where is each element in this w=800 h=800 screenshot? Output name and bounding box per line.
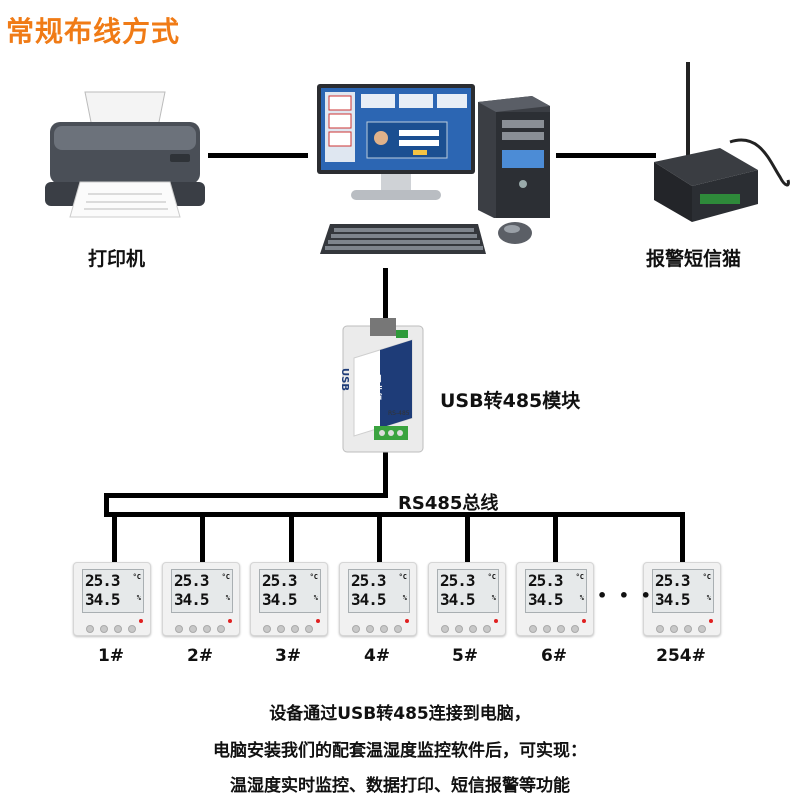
sensor-buttons xyxy=(656,618,716,633)
sensor-buttons xyxy=(86,618,146,633)
status-led xyxy=(139,619,143,623)
sensor-label-3: 3# xyxy=(274,646,302,666)
sensor-label-2: 2# xyxy=(186,646,214,666)
bus-drop-2 xyxy=(200,512,205,564)
temperature-reading: 25.3 xyxy=(174,571,210,590)
sensor-device-3: 25.3 °C 34.5% xyxy=(250,562,328,636)
sensor-lcd: 25.3 °C 34.5% xyxy=(171,569,233,613)
sensor-label-5: 5# xyxy=(451,646,479,666)
sensor-buttons xyxy=(175,618,235,633)
temperature-unit: °C xyxy=(487,573,496,581)
bus-drop-254 xyxy=(680,512,685,564)
sensor-device-6: 25.3 °C 34.5% xyxy=(516,562,594,636)
humidity-reading: 34.5 xyxy=(351,590,387,609)
temperature-unit: °C xyxy=(575,573,584,581)
sensor-device-4: 25.3 °C 34.5% xyxy=(339,562,417,636)
printer-pc-link xyxy=(208,153,308,158)
humidity-unit: % xyxy=(225,594,230,602)
sensor-device-2: 25.3 °C 34.5% xyxy=(162,562,240,636)
humidity-unit: % xyxy=(491,594,496,602)
module-bus-link xyxy=(383,452,388,498)
humidity-unit: % xyxy=(313,594,318,602)
pc-modem-link xyxy=(556,153,656,158)
status-led xyxy=(582,619,586,623)
temperature-unit: °C xyxy=(221,573,230,581)
description-line-2: 电脑安装我们的配套温湿度监控软件后，可实现： xyxy=(213,741,587,761)
sensor-buttons xyxy=(352,618,412,633)
bus-drop-1 xyxy=(112,512,117,564)
monitor-icon xyxy=(317,84,475,200)
module-badge-text: 工业级 xyxy=(371,374,381,402)
usb-485-module-icon xyxy=(342,318,424,453)
temperature-unit: °C xyxy=(398,573,407,581)
status-led xyxy=(405,619,409,623)
rs485-bus-label: RS485总线 xyxy=(398,493,499,514)
sensor-buttons xyxy=(441,618,501,633)
sensor-lcd: 25.3 °C 34.5% xyxy=(259,569,321,613)
description-line-3: 温湿度实时监控、数据打印、短信报警等功能 xyxy=(230,776,570,796)
mouse-icon xyxy=(498,222,532,244)
bus-drop-6 xyxy=(553,512,558,564)
humidity-reading: 34.5 xyxy=(440,590,476,609)
humidity-reading: 34.5 xyxy=(174,590,210,609)
sms-modem-label: 报警短信猫 xyxy=(646,248,742,270)
bus-drop-5 xyxy=(465,512,470,564)
bus-drop-4 xyxy=(377,512,382,564)
sensor-device-254: 25.3 °C 34.5% xyxy=(643,562,721,636)
description-line-1: 设备通过USB转485连接到电脑， xyxy=(269,704,531,724)
sensor-label-4: 4# xyxy=(363,646,391,666)
ellipsis-dots: • • • xyxy=(597,586,654,605)
module-brand-text: USB xyxy=(339,368,350,391)
page-title: 常规布线方式 xyxy=(6,15,181,48)
humidity-unit: % xyxy=(402,594,407,602)
sms-modem-icon xyxy=(654,62,790,222)
sensor-lcd: 25.3 °C 34.5% xyxy=(525,569,587,613)
humidity-unit: % xyxy=(136,594,141,602)
humidity-reading: 34.5 xyxy=(85,590,121,609)
pc-tower-icon xyxy=(478,96,550,218)
temperature-reading: 25.3 xyxy=(351,571,387,590)
status-led xyxy=(494,619,498,623)
sensor-lcd: 25.3 °C 34.5% xyxy=(348,569,410,613)
humidity-unit: % xyxy=(706,594,711,602)
keyboard-icon xyxy=(320,224,486,254)
temperature-unit: °C xyxy=(702,573,711,581)
bus-line-top xyxy=(104,493,384,498)
module-port-text: RS-485 xyxy=(388,410,410,417)
sensor-lcd: 25.3 °C 34.5% xyxy=(652,569,714,613)
sensor-label-254: 254# xyxy=(656,646,706,666)
status-led xyxy=(709,619,713,623)
sensor-device-1: 25.3 °C 34.5% xyxy=(73,562,151,636)
sensor-lcd: 25.3 °C 34.5% xyxy=(437,569,499,613)
humidity-unit: % xyxy=(579,594,584,602)
status-led xyxy=(228,619,232,623)
humidity-reading: 34.5 xyxy=(655,590,691,609)
sensor-buttons xyxy=(263,618,323,633)
sensor-lcd: 25.3 °C 34.5% xyxy=(82,569,144,613)
status-led xyxy=(316,619,320,623)
usb-485-module-label: USB转485模块 xyxy=(440,390,581,412)
bus-drop-3 xyxy=(289,512,294,564)
sensor-label-6: 6# xyxy=(540,646,568,666)
temperature-reading: 25.3 xyxy=(262,571,298,590)
sensor-device-5: 25.3 °C 34.5% xyxy=(428,562,506,636)
temperature-reading: 25.3 xyxy=(528,571,564,590)
sensor-buttons xyxy=(529,618,589,633)
humidity-reading: 34.5 xyxy=(528,590,564,609)
bus-line-left-drop xyxy=(104,493,109,515)
printer-icon xyxy=(45,91,205,218)
temperature-reading: 25.3 xyxy=(85,571,121,590)
pc-module-link xyxy=(383,268,388,320)
bus-line-main xyxy=(104,512,684,517)
sensor-label-1: 1# xyxy=(97,646,125,666)
temperature-unit: °C xyxy=(132,573,141,581)
humidity-reading: 34.5 xyxy=(262,590,298,609)
temperature-reading: 25.3 xyxy=(440,571,476,590)
temperature-unit: °C xyxy=(309,573,318,581)
printer-label: 打印机 xyxy=(88,248,146,270)
temperature-reading: 25.3 xyxy=(655,571,691,590)
